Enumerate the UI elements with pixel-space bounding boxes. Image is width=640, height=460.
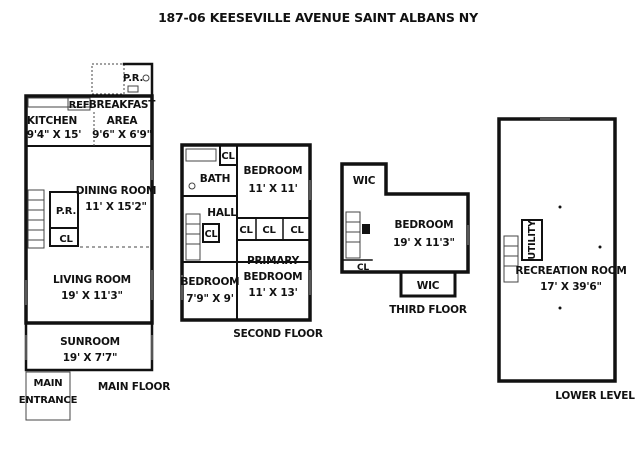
dining-dims: 11' X 15'2" (85, 201, 147, 213)
bedroom-a-label: BEDROOM (244, 165, 303, 177)
hall-label: HALL (207, 207, 237, 219)
main-floor: P.R. REF BREAKFAST KITCHEN AREA 9'4" X 1… (19, 62, 170, 421)
recreation-dims: 17' X 39'6" (540, 281, 602, 293)
primary-dims: 11' X 13' (248, 287, 297, 299)
breakfast-dims: 9'6" X 6'9" (92, 129, 152, 141)
toilet-icon (142, 74, 150, 82)
entrance-label-2: ENTRANCE (19, 395, 78, 406)
main-floor-pr-top-walls (122, 62, 154, 96)
breakfast-area-label: AREA (107, 115, 139, 127)
main-entrance-stoop (25, 371, 71, 421)
second-floor-stairs (185, 213, 201, 261)
sink-icon (127, 85, 139, 93)
bedroom-b-label: BEDROOM (181, 276, 240, 288)
third-floor-stairs (345, 211, 361, 259)
third-floor-chimney (362, 224, 370, 234)
primary-label: PRIMARY (247, 255, 300, 267)
sunroom-label: SUNROOM (60, 336, 120, 348)
main-floor-stoop (91, 63, 125, 95)
third-floor: WIC BEDROOM 19' X 11'3" CL WIC THIRD FLO… (340, 162, 470, 316)
kitchen-dims: 9'4" X 15' (27, 129, 82, 141)
bathtub-icon (185, 148, 217, 162)
lower-level-stairs (503, 235, 519, 283)
second-floor-title: SECOND FLOOR (233, 328, 323, 340)
main-pr-label: P.R. (56, 206, 76, 217)
ref-label: REF (69, 100, 90, 111)
living-dims: 19' X 11'3" (61, 290, 123, 302)
primary-label-2: BEDROOM (244, 271, 303, 283)
second-cl-3: CL (290, 225, 304, 236)
third-wic-top-label: WIC (353, 175, 376, 187)
column-1 (558, 205, 562, 209)
bath-closet (219, 144, 238, 166)
bedroom-b-dims: 7'9" X 9' (186, 293, 233, 305)
column-2 (558, 306, 562, 310)
main-floor-title: MAIN FLOOR (98, 381, 170, 393)
third-bedroom-dims: 19' X 11'3" (393, 237, 455, 249)
main-pr-top-label: P.R. (123, 73, 143, 84)
utility-label: UTILITY (527, 220, 538, 260)
bath-cl-label: CL (221, 151, 235, 162)
bath-toilet-icon (188, 182, 196, 190)
lower-level-outer-walls (497, 117, 617, 383)
ref-box (67, 97, 91, 111)
third-cl-label: CL (357, 263, 369, 273)
recreation-label: RECREATION ROOM (515, 265, 626, 277)
column-3 (598, 245, 602, 249)
bath-label: BATH (200, 173, 230, 185)
lower-level-title: LOWER LEVEL (555, 390, 635, 402)
third-floor-title: THIRD FLOOR (389, 304, 467, 316)
bedroom-a-dims: 11' X 11' (248, 183, 297, 195)
third-bedroom-label: BEDROOM (395, 219, 454, 231)
third-floor-outer-walls (340, 162, 470, 274)
utility-room (521, 219, 543, 261)
second-cl-2: CL (262, 225, 276, 236)
lower-level: UTILITY RECREATION ROOM 17' X 39'6" LOWE… (497, 117, 635, 402)
plan-title: 187-06 KEESEVILLE AVENUE SAINT ALBANS NY (158, 10, 479, 25)
third-wic-bottom-label: WIC (417, 280, 440, 292)
second-floor: CL BATH BEDROOM 11' X 11' HALL CL CL CL … (180, 143, 323, 340)
dining-label: DINING ROOM (76, 185, 157, 197)
third-floor-wic-bottom (399, 270, 457, 298)
living-label: LIVING ROOM (53, 274, 131, 286)
second-cl-1: CL (239, 225, 253, 236)
hall-cl-label: CL (205, 229, 218, 240)
sunroom-dims: 19' X 7'7" (63, 352, 118, 364)
kitchen-label: KITCHEN (27, 115, 77, 127)
entrance-label: MAIN (34, 378, 63, 389)
main-cl-label: CL (59, 234, 73, 245)
breakfast-label: BREAKFAST (89, 99, 157, 111)
main-floor-stairs (27, 189, 45, 249)
